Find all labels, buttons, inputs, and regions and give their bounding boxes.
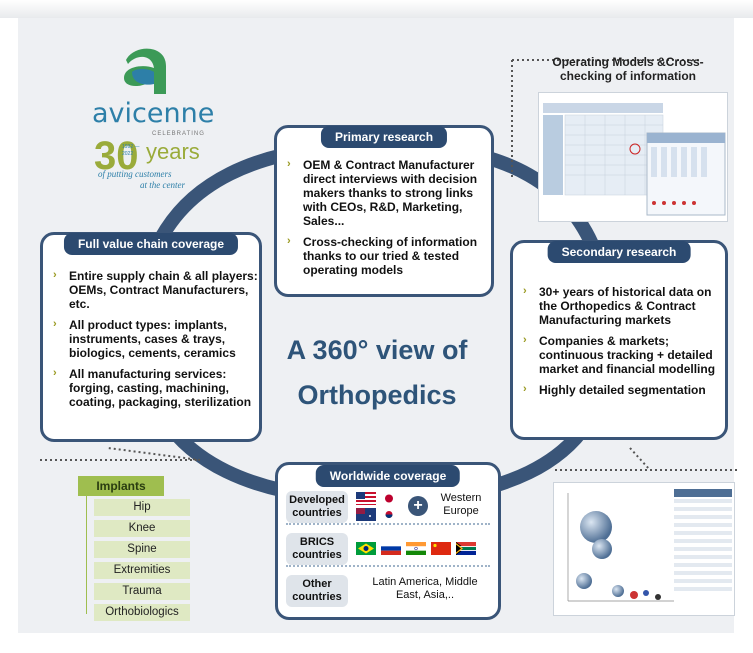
usa-flag-icon [356, 492, 376, 505]
bullet-icon: › [523, 334, 527, 346]
bullet-item: › 30+ years of historical data on the Ort… [521, 285, 725, 327]
logo-celebrating-text: CELEBRATING [152, 131, 205, 137]
avicenne-logo: avicenne CELEBRATING 30 1992 — 2022 year… [90, 42, 214, 192]
bullet-item: › Companies & markets; continuous trackin… [521, 334, 725, 376]
bullet-text: All manufacturing services: forging, cas… [69, 367, 252, 409]
bullet-icon: › [53, 269, 57, 281]
bullet-item: › All manufacturing services: forging, ca… [51, 367, 259, 409]
bullet-icon: › [523, 383, 527, 395]
primary-research-title: Primary research [320, 126, 448, 148]
implant-item-trauma: Trauma [94, 583, 190, 600]
developed-countries-row: Developed countries + Western Europe [286, 487, 490, 525]
bullet-text: 30+ years of historical data on the Orth… [539, 285, 712, 327]
center-title-line1: A 360° view of [286, 335, 468, 365]
bullet-text: OEM & Contract Manufacturer direct inter… [303, 158, 478, 228]
bullet-text: All product types: implants, instruments… [69, 318, 236, 360]
other-countries-label: Other countries [286, 575, 348, 607]
bullet-icon: › [53, 318, 57, 330]
bullet-text: Entire supply chain & all players: OEMs,… [69, 269, 258, 311]
implant-item-orthobiologics: Orthobiologics [94, 604, 190, 621]
market-bubble-chart-thumbnail [553, 482, 735, 616]
implant-item-hip: Hip [94, 499, 190, 516]
japan-flag-icon [379, 492, 399, 505]
logo-span-text: 1992 — 2022 [122, 144, 140, 157]
center-title-line2: Orthopedics [297, 380, 457, 410]
bullet-item: › All product types: implants, instrument… [51, 318, 259, 360]
logo-years-number: 30 [94, 134, 139, 178]
operating-models-thumbnail [538, 92, 728, 222]
developed-countries-label: Developed countries [286, 491, 348, 523]
worldwide-coverage-panel: Worldwide coverage Developed countries +… [275, 462, 501, 620]
implants-tree-line [86, 496, 87, 614]
top-shade [0, 0, 753, 18]
brics-countries-label: BRICS countries [286, 533, 348, 565]
full-value-chain-title: Full value chain coverage [63, 233, 239, 255]
brics-countries-row: BRICS countries [286, 529, 490, 567]
russia-flag-icon [381, 542, 401, 555]
other-countries-row: Other countries Latin America, Middle Ea… [286, 571, 490, 609]
bullet-text: Companies & markets; continuous tracking… [539, 334, 716, 376]
logo-tagline-2: at the center [140, 180, 185, 190]
logo-years-word: years [146, 139, 200, 164]
bullet-icon: › [523, 285, 527, 297]
brazil-flag-icon [356, 542, 376, 555]
secondary-research-title: Secondary research [547, 241, 691, 263]
operating-models-title: Operating Models &Cross- checking of inf… [528, 55, 728, 83]
india-flag-icon [406, 542, 426, 555]
operating-models-title-line1: Operating Models &Cross- [552, 55, 704, 69]
implant-item-spine: Spine [94, 541, 190, 558]
china-flag-icon [431, 542, 451, 555]
full-value-chain-bullets: › Entire supply chain & all players: OEMs… [51, 269, 259, 416]
implants-title: Implants [78, 476, 164, 496]
south-africa-flag-icon [456, 542, 476, 555]
korea-flag-icon [379, 508, 399, 521]
worldwide-coverage-title: Worldwide coverage [315, 465, 461, 487]
bullet-item: › Highly detailed segmentation [521, 383, 725, 397]
full-value-chain-panel: Full value chain coverage › Entire supply… [40, 232, 262, 442]
bullet-icon: › [53, 367, 57, 379]
primary-research-bullets: › OEM & Contract Manufacturer direct inte… [285, 158, 490, 284]
implant-item-extremities: Extremities [94, 562, 190, 579]
implant-item-knee: Knee [94, 520, 190, 537]
developed-countries-extra: Western Europe [440, 492, 482, 517]
bullet-text: Cross-checking of information thanks to … [303, 235, 478, 277]
secondary-research-bullets: › 30+ years of historical data on the Ort… [521, 285, 725, 404]
bullet-icon: › [287, 235, 291, 247]
bullet-icon: › [287, 158, 291, 170]
logo-mark-icon [124, 48, 166, 94]
bullet-item: › Entire supply chain & all players: OEMs… [51, 269, 259, 311]
operating-models-title-line2: checking of information [559, 69, 696, 83]
primary-research-panel: Primary research › OEM & Contract Manufac… [274, 125, 494, 297]
plus-icon: + [408, 496, 428, 516]
secondary-research-panel: Secondary research › 30+ years of histori… [510, 240, 728, 440]
bullet-item: › Cross-checking of information thanks to… [285, 235, 490, 277]
logo-tagline-1: of putting customers [98, 169, 172, 179]
other-countries-extra: Latin America, Middle East, Asia,.. [372, 576, 478, 601]
bullet-text: Highly detailed segmentation [539, 383, 706, 397]
bullet-item: › OEM & Contract Manufacturer direct inte… [285, 158, 490, 228]
australia-flag-icon [356, 508, 376, 521]
logo-brand-text: avicenne [92, 98, 215, 129]
